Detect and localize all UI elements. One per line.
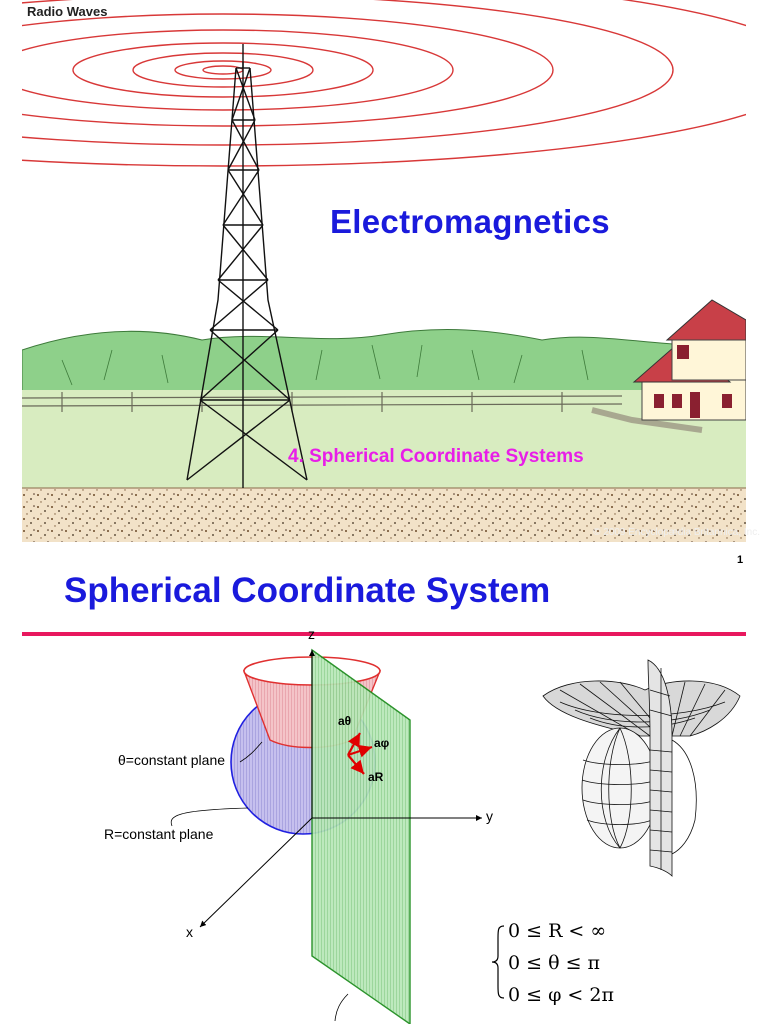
- inequality-theta: 0 ≤ θ ≤ π: [508, 952, 601, 974]
- radio-tower-illustration: [22, 0, 746, 542]
- copyright-notice: © 2009 Encyclopædia Britannica, Inc.: [593, 527, 760, 538]
- r-plane-label: R=constant plane: [104, 826, 214, 842]
- y-axis-label: y: [486, 808, 493, 824]
- theta-plane-label: θ=constant plane: [118, 752, 226, 768]
- coordinate-diagram: z y x θ=constant plane R=constant plane …: [0, 626, 768, 1024]
- inequality-r: 0 ≤ R < ∞: [508, 920, 607, 942]
- title-divider: [22, 632, 746, 636]
- x-axis-label: x: [186, 924, 193, 940]
- a-r-label: aR: [368, 770, 384, 784]
- z-axis-label: z: [308, 626, 315, 642]
- title-slide: Radio Waves Electromagnetics 4. Spherica…: [22, 0, 760, 542]
- page-number: 1: [737, 554, 744, 566]
- a-phi-label: aφ: [374, 736, 390, 750]
- inequality-phi: 0 ≤ φ < 2π: [508, 984, 614, 1006]
- slide-subtitle: 4. Spherical Coordinate Systems: [288, 446, 584, 467]
- a-theta-label: aθ: [338, 714, 352, 728]
- slide-title: Electromagnetics: [330, 203, 610, 240]
- image-caption: Radio Waves: [27, 4, 108, 19]
- content-slide: 1 Spherical Coordinate System: [0, 548, 768, 1024]
- slide-title: Spherical Coordinate System: [64, 571, 551, 610]
